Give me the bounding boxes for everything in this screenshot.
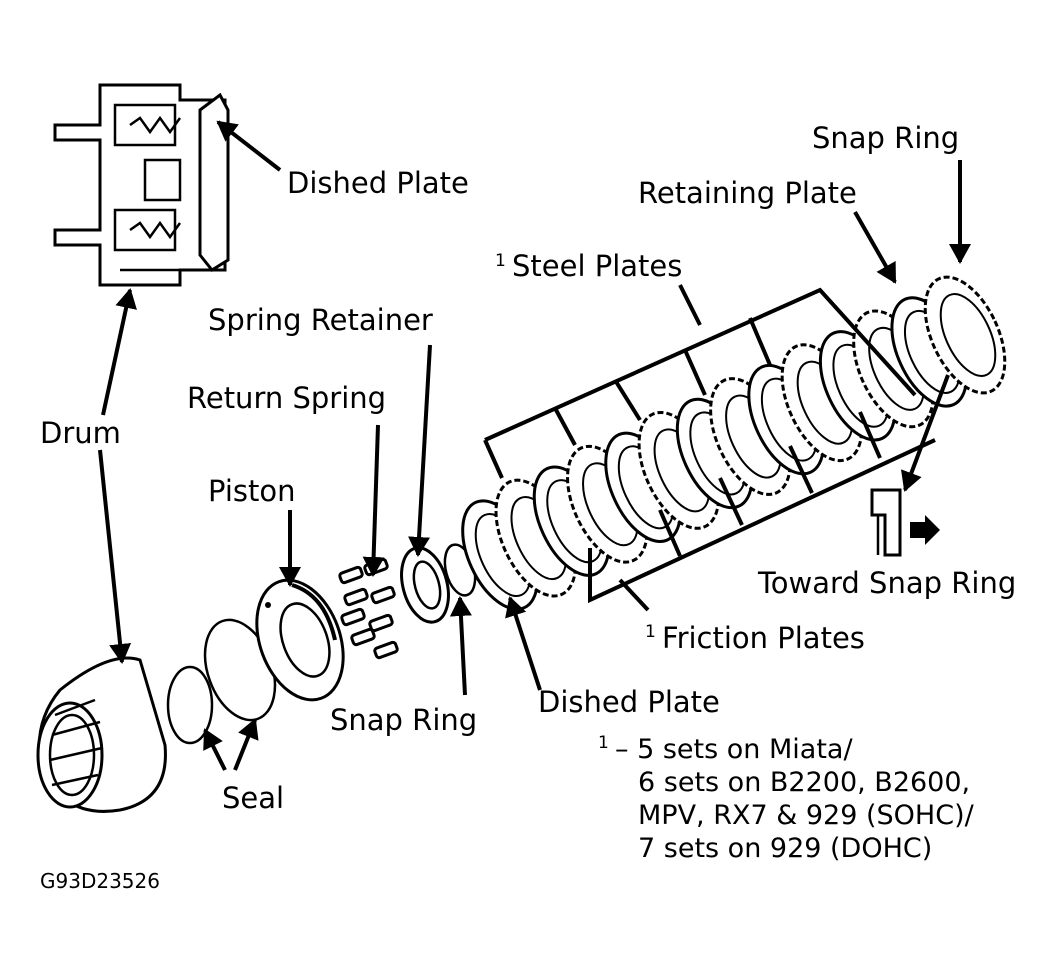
label-retaining-plate: Retaining Plate xyxy=(638,176,857,210)
label-snap-ring-top: Snap Ring xyxy=(812,121,959,155)
footnote-line-1: – 5 sets on Miata/ xyxy=(615,734,853,765)
label-drum: Drum xyxy=(40,416,121,450)
footnote-marker: 1 xyxy=(598,733,609,753)
drum-cross-section xyxy=(53,83,230,287)
footnote-line-2: 6 sets on B2200, B2600, xyxy=(638,767,970,798)
steel-plates-bracket xyxy=(483,284,917,479)
label-seal: Seal xyxy=(222,781,284,815)
label-spring-retainer: Spring Retainer xyxy=(208,303,433,337)
figure-code: G93D23526 xyxy=(40,869,160,893)
label-piston: Piston xyxy=(208,474,296,508)
return-springs xyxy=(338,557,399,660)
piston-part xyxy=(255,578,345,702)
plate-inner-edge xyxy=(939,293,997,377)
leader-arrows xyxy=(98,120,971,771)
labels: Dished Plate Snap Ring Retaining Plate 1… xyxy=(40,121,1016,815)
label-snap-ring-bottom: Snap Ring xyxy=(330,703,477,737)
steel-plates-footnote-marker: 1 xyxy=(495,251,506,271)
label-dished-plate-bottom: Dished Plate xyxy=(538,685,720,719)
steel-plate xyxy=(923,275,1007,395)
footnote-line-4: 7 sets on 929 (DOHC) xyxy=(638,833,932,864)
label-return-spring: Return Spring xyxy=(187,381,386,415)
footnote: 1 – 5 sets on Miata/ 6 sets on B2200, B2… xyxy=(598,733,975,864)
label-toward-snap-ring: Toward Snap Ring xyxy=(757,566,1016,600)
drum-part xyxy=(36,656,167,813)
footnote-line-3: MPV, RX7 & 929 (SOHC)/ xyxy=(638,800,975,831)
label-friction-plates: Friction Plates xyxy=(662,621,865,655)
friction-plates-footnote-marker: 1 xyxy=(645,622,656,642)
label-dished-plate-top: Dished Plate xyxy=(287,166,469,200)
label-steel-plates: Steel Plates xyxy=(512,249,682,283)
orientation-inset xyxy=(870,488,940,557)
friction-plates-bracket xyxy=(588,411,936,612)
